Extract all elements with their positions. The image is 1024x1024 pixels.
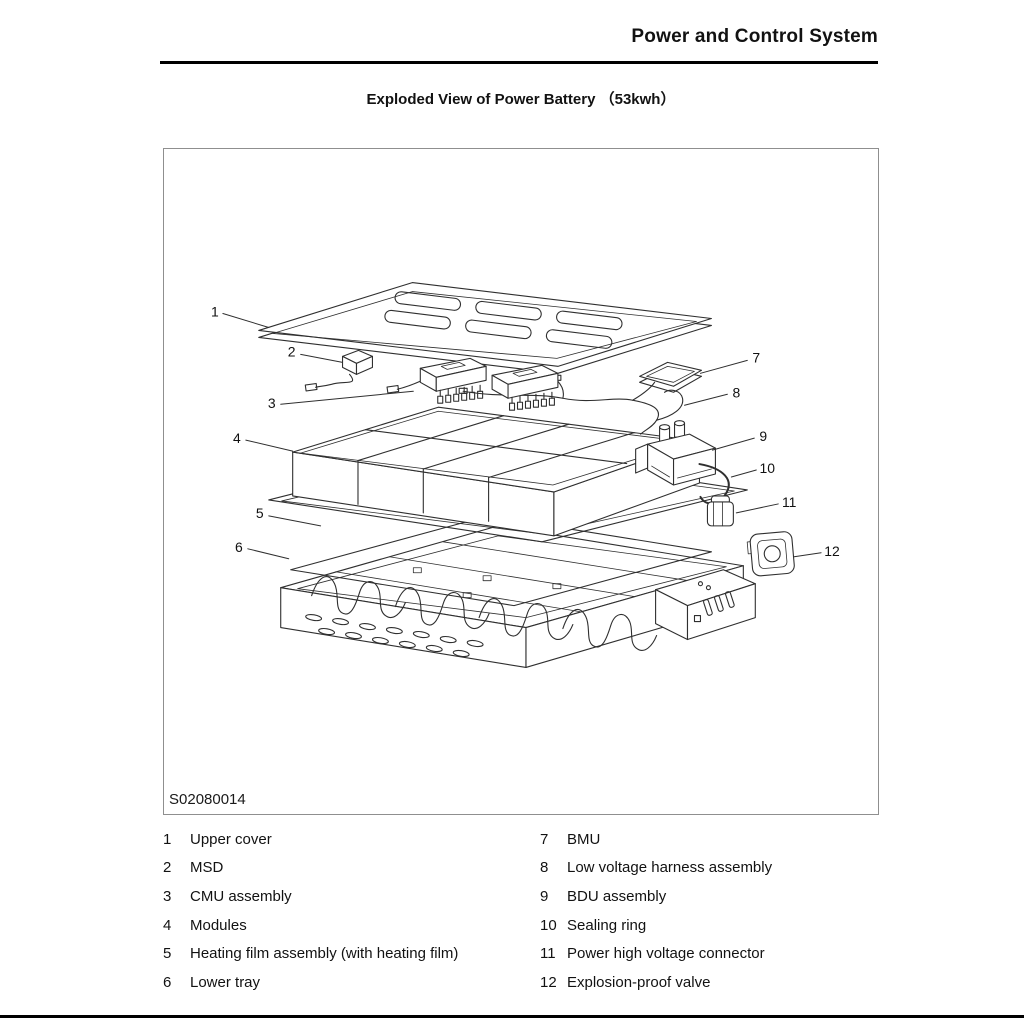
legend-item-label: Low voltage harness assembly: [567, 859, 773, 877]
legend-item-number: 2: [163, 859, 172, 877]
legend-item: 1 Upper cover: [163, 825, 508, 854]
legend-item: 6 Lower tray: [163, 968, 508, 997]
legend-item: 9 BDU assembly: [540, 882, 885, 911]
callout-leader-4: [245, 439, 294, 452]
bmu: [639, 361, 703, 393]
callout-leader-6: [247, 548, 290, 560]
callout-number-7: 7: [752, 349, 760, 365]
page-title: Power and Control System: [631, 26, 878, 47]
legend-item: 10 Sealing ring: [540, 911, 885, 940]
legend-item: 4 Modules: [163, 911, 508, 940]
legend-item-number: 12: [540, 973, 557, 991]
callout-number-9: 9: [759, 428, 767, 444]
power-high-voltage-connector: [706, 495, 734, 527]
legend-item-label: CMU assembly: [190, 887, 292, 905]
lower-tray: [280, 525, 756, 668]
legend-item: 11 Power high voltage connector: [540, 939, 885, 968]
legend-item: 7 BMU: [540, 825, 885, 854]
callout-leader-8: [684, 393, 728, 406]
low-voltage-harness: [304, 373, 684, 435]
callout-leader-9: [711, 437, 755, 451]
legend-item-label: Upper cover: [190, 830, 272, 848]
figure-code: S02080014: [169, 791, 246, 808]
callout-leader-7: [699, 359, 748, 374]
legend-item-number: 11: [540, 945, 556, 963]
callout-leader-1: [222, 313, 270, 328]
legend-item: 8 Low voltage harness assembly: [540, 854, 885, 883]
legend-item-label: Sealing ring: [567, 916, 647, 934]
footer-rule: [0, 1015, 1024, 1018]
callout-number-12: 12: [824, 543, 840, 559]
callout-leader-11: [735, 503, 779, 514]
legend-item: 5 Heating film assembly (with heating fi…: [163, 939, 508, 968]
legend-item-number: 4: [163, 916, 172, 934]
legend-item-number: 3: [163, 887, 172, 905]
explosion-proof-valve: [746, 531, 795, 577]
legend-item-number: 10: [540, 916, 557, 934]
legend-item-label: Modules: [190, 916, 247, 934]
legend-item-number: 8: [540, 859, 549, 877]
bdu-assembly: [635, 420, 716, 486]
legend-right-column: 7 BMU 8 Low voltage harness assembly 9 B…: [540, 825, 885, 997]
callout-number-1: 1: [211, 303, 219, 319]
upper-cover: [258, 282, 712, 374]
legend-item: 3 CMU assembly: [163, 882, 508, 911]
callout-leader-5: [268, 515, 322, 527]
callout-number-8: 8: [732, 384, 740, 400]
legend-item: 2 MSD: [163, 854, 508, 883]
legend-item-label: Heating film assembly (with heating film…: [190, 945, 459, 963]
legend-item-number: 6: [163, 973, 172, 991]
callout-number-2: 2: [288, 343, 296, 359]
legend-item-label: Explosion-proof valve: [567, 973, 711, 991]
cmu-assembly: [419, 357, 559, 411]
legend-item: 12 Explosion-proof valve: [540, 968, 885, 997]
callout-number-3: 3: [268, 395, 276, 411]
callout-leader-2: [300, 353, 344, 363]
legend-item-label: Lower tray: [190, 973, 261, 991]
callout-leader-3: [280, 390, 414, 405]
msd: [341, 349, 373, 375]
legend-item-number: 5: [163, 945, 172, 963]
callout-number-6: 6: [235, 539, 243, 555]
legend-item-number: 9: [540, 887, 549, 905]
figure-title: Exploded View of Power Battery （53kwh）: [366, 91, 676, 108]
legend-item-number: 1: [163, 830, 172, 848]
legend-item-label: Power high voltage connector: [567, 945, 765, 963]
callout-number-4: 4: [233, 430, 241, 446]
callout-number-11: 11: [782, 494, 797, 510]
callout-leader-12: [793, 552, 822, 558]
callout-number-10: 10: [760, 460, 776, 476]
legend-item-number: 7: [540, 830, 549, 848]
header-rule: [160, 61, 878, 64]
callout-number-5: 5: [256, 505, 264, 521]
legend-item-label: BMU: [567, 830, 601, 848]
heating-film-assembly: [290, 515, 712, 652]
legend-item-label: BDU assembly: [567, 887, 667, 905]
legend-item-label: MSD: [190, 859, 224, 877]
callout-leader-10: [730, 469, 757, 478]
legend-left-column: 1 Upper cover 2 MSD 3 CMU assembly 4 Mod…: [163, 825, 508, 997]
